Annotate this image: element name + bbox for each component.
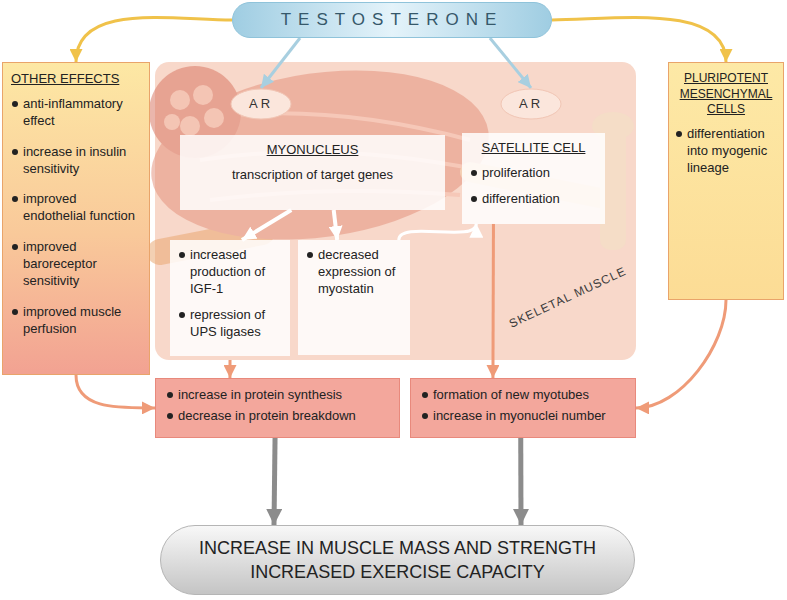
outcome-box: formation of new myotubes increase in myo… <box>410 378 636 438</box>
outline-shape <box>233 3 552 38</box>
bullet-item: increase in insulin sensitivity <box>11 144 141 178</box>
flow-arrow <box>399 224 477 240</box>
muscle-panel: SKELETAL MUSCLE AR AR MYONUCLEUS transcripti… <box>155 62 636 360</box>
cells-box: PLURIPOTENT MESENCHYMAL CELLS differentia… <box>668 62 784 300</box>
bullet-item: increase in myonuclei number <box>421 408 625 425</box>
flow-arrow <box>228 360 231 378</box>
flow-arrow <box>491 224 495 378</box>
flow-arrow <box>552 17 726 62</box>
flow-arrow <box>242 210 291 240</box>
bullet-item: improved baroreceptor sensitivity <box>11 239 141 290</box>
effects-box: OTHER EFFECTS anti-inflammatory effect inc… <box>2 62 150 375</box>
hormone-pill: TESTOSTERONE <box>232 2 552 38</box>
bullet-item: improved muscle perfusion <box>11 304 141 338</box>
node-outline <box>160 525 635 595</box>
process-box: MYONUCLEUS transcription of target genes <box>180 135 445 210</box>
muscle-drawing <box>140 50 634 260</box>
region-label: SKELETAL MUSCLE <box>507 264 629 332</box>
label-text: AR <box>249 96 273 113</box>
flow-arrow <box>490 38 531 88</box>
bullet-item: increase in protein synthesis <box>166 387 389 404</box>
label-text: AR <box>519 96 543 113</box>
bullet-item: differentiation <box>470 191 597 208</box>
bullet-item: formation of new myotubes <box>421 387 625 404</box>
label-text: INCREASE IN MUSCLE MASS AND STRENGTH <box>199 536 596 560</box>
heading: PLURIPOTENT MESENCHYMAL CELLS <box>675 71 777 118</box>
outline-shape <box>161 526 635 595</box>
bullet-item: decrease in protein breakdown <box>166 408 389 425</box>
bullet-item: increased production of IGF-1 <box>178 247 282 298</box>
bullet-item: anti-inflammatory effect <box>11 96 141 130</box>
result-pill: INCREASE IN MUSCLE MASS AND STRENGTHINCR… <box>160 525 635 595</box>
flow-arrow <box>76 375 155 408</box>
heading: OTHER EFFECTS <box>11 71 141 88</box>
bullet-item: decreased expression of myostatin <box>306 247 402 298</box>
process-box: SATELLITE CELL proliferation differentiati… <box>462 133 605 224</box>
heading: MYONUCLEUS <box>188 142 437 159</box>
bullet-item: repression of UPS ligases <box>178 307 282 341</box>
body-text: transcription of target genes <box>188 167 437 184</box>
receptor-ellipse: AR <box>500 88 562 120</box>
outline-shape <box>501 89 561 119</box>
process-box: increased production of IGF-1 repression … <box>170 240 290 356</box>
bullet-item: improved endothelial function <box>11 191 141 225</box>
bullet-item: proliferation <box>470 165 597 182</box>
flow-arrow <box>261 38 300 88</box>
flow-arrow <box>518 438 523 525</box>
outcome-box: increase in protein synthesis decrease in… <box>155 378 400 438</box>
flow-arrow <box>334 210 338 240</box>
bullet-item: differentiation into myogenic lineage <box>675 126 777 177</box>
label-text: TESTOSTERONE <box>281 9 504 31</box>
process-box: decreased expression of myostatin <box>298 240 410 355</box>
label-text: INCREASED EXERCISE CAPACITY <box>250 560 545 584</box>
flow-arrow <box>274 438 275 525</box>
outline-shape <box>231 89 291 119</box>
flow-arrow <box>76 17 232 62</box>
flow-arrow <box>636 300 726 408</box>
receptor-ellipse: AR <box>230 88 292 120</box>
heading: SATELLITE CELL <box>470 140 597 157</box>
